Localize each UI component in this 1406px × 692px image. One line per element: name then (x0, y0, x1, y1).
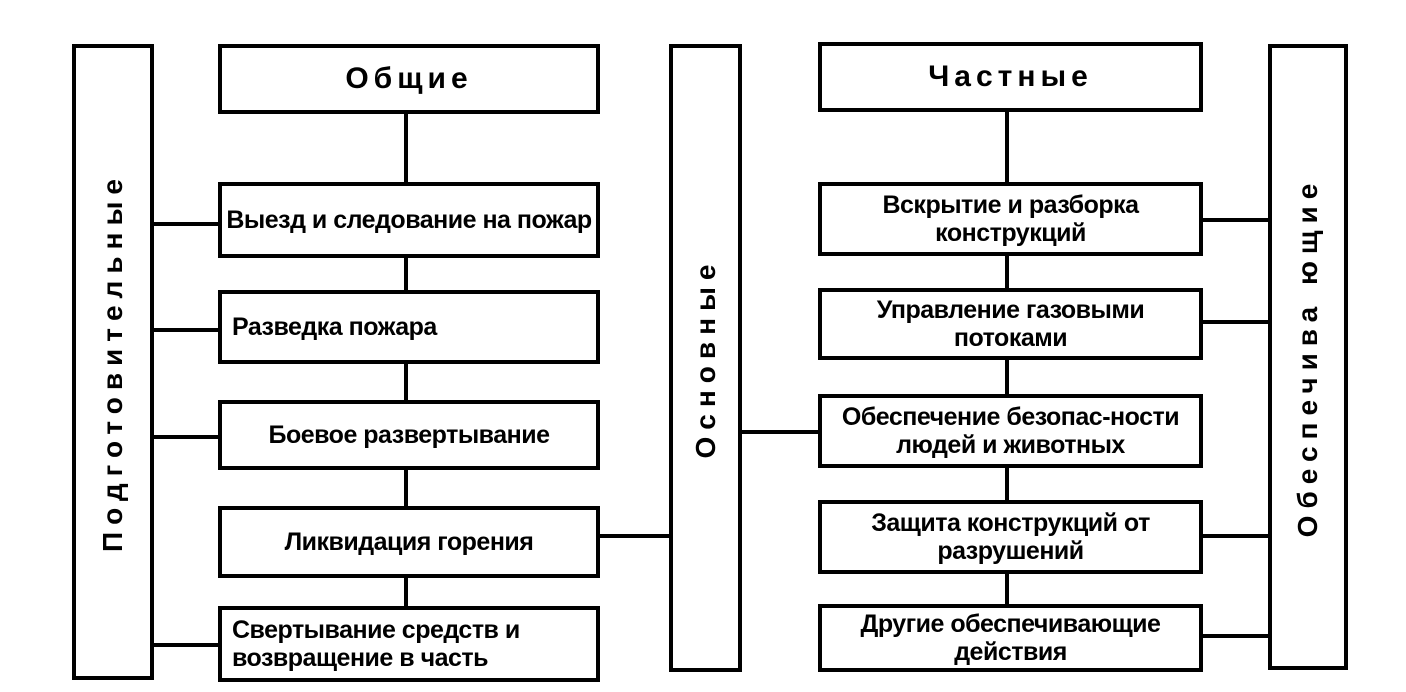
general-step-reconnaissance: Разведка пожара (218, 290, 600, 364)
supporting-group-box: Обеспечива ющие (1268, 44, 1348, 670)
general-step-departure: Выезд и следование на пожар (218, 182, 600, 258)
particular-step-other: Другие обеспечивающие действия (818, 604, 1203, 672)
general-step-return: Свертывание средств и возвращение в част… (218, 606, 600, 682)
particular-step-opening: Вскрытие и разборка конструкций (818, 182, 1203, 256)
preparatory-group-box: Подготовительные (72, 44, 154, 680)
particular-header: Частные (818, 42, 1203, 112)
particular-step-gas-flows: Управление газовыми потоками (818, 288, 1203, 360)
preparatory-group-label: Подготовительные (97, 172, 128, 552)
particular-step-safety: Обеспечение безопас-ности людей и животн… (818, 394, 1203, 468)
main-group-label: Основные (689, 257, 721, 459)
general-step-extinguishing: Ликвидация горения (218, 506, 600, 578)
general-header: Общие (218, 44, 600, 114)
supporting-group-label: Обеспечива ющие (1292, 176, 1323, 538)
main-group-box: Основные (669, 44, 742, 672)
general-step-deployment: Боевое развертывание (218, 400, 600, 470)
particular-step-protection: Защита конструкций от разрушений (818, 500, 1203, 574)
